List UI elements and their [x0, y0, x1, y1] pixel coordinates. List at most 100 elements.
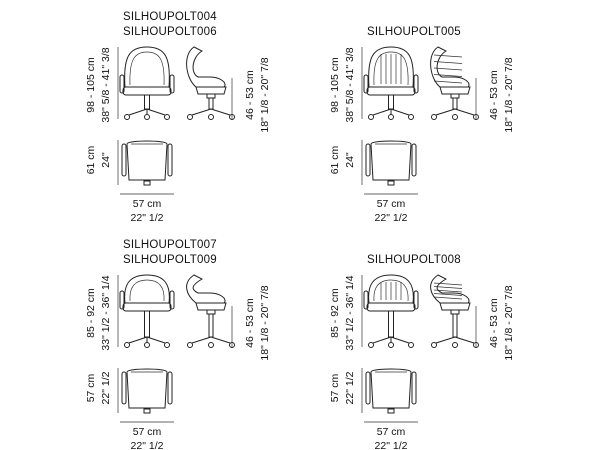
caster-shape	[368, 114, 374, 120]
width-cm: 57 cm	[133, 426, 162, 438]
caster-shape	[452, 114, 458, 120]
mechanism-shape	[206, 93, 216, 99]
leg-line	[372, 336, 392, 344]
model-code-2b: SILHOUPOLT009	[123, 254, 217, 266]
armrest-right	[413, 74, 419, 94]
backrest-shape	[368, 274, 414, 304]
caster-shape	[144, 114, 150, 120]
armrest-right	[169, 290, 175, 310]
caster-shape	[208, 342, 214, 348]
rib-line	[433, 80, 463, 84]
mechanism-shape	[206, 309, 216, 315]
rib-line	[433, 282, 463, 286]
leg-line	[390, 336, 410, 344]
depth-cm: 57 cm	[85, 373, 97, 402]
leg-line	[191, 336, 212, 344]
armrest-right	[169, 74, 175, 94]
leg-line	[454, 108, 475, 116]
side-shell-shape	[186, 46, 226, 88]
width-in: 22" 1/2	[131, 212, 164, 224]
seat-shape	[366, 86, 416, 96]
rib-line	[433, 289, 463, 293]
top-view-arm-left	[121, 371, 127, 405]
overall-height-in: 38" 5/8 - 41" 3/8	[344, 47, 356, 122]
armrest-left	[363, 290, 369, 310]
panel-1	[361, 46, 479, 195]
caster-shape	[388, 342, 394, 348]
overall-height-cm: 85 - 92 cm	[85, 288, 97, 338]
seat-height-in: 18" 1/8 - 20" 7/8	[503, 285, 515, 360]
leg-line	[435, 336, 456, 344]
depth-cm: 57 cm	[329, 373, 341, 402]
top-view-arm-right	[167, 143, 173, 177]
caster-shape	[187, 342, 193, 348]
leg-line	[435, 108, 456, 116]
caster-shape	[144, 342, 150, 348]
seat-height-cm: 46 - 53 cm	[244, 70, 256, 120]
top-view-arm-left	[365, 143, 371, 177]
armrest-left	[119, 290, 125, 310]
panel-3	[361, 274, 479, 423]
model-code-0a: SILHOUPOLT004	[123, 11, 217, 23]
caster-shape	[187, 114, 193, 120]
overall-height-in: 33" 1/2 - 36" 1/4	[344, 275, 356, 350]
column-shape	[208, 97, 214, 110]
caster-shape	[124, 114, 130, 120]
column-shape	[452, 97, 458, 110]
panel-0	[117, 46, 235, 195]
seat-shape	[366, 302, 416, 312]
leg-line	[128, 108, 148, 116]
armrest-left	[363, 74, 369, 94]
top-view-caster	[387, 180, 395, 186]
depth-in: 22" 1/2	[344, 371, 356, 404]
column-shape	[452, 313, 458, 338]
top-view-arm-right	[167, 371, 173, 405]
depth-in: 24"	[100, 152, 112, 168]
leg-line	[210, 108, 231, 116]
overall-height-cm: 85 - 92 cm	[329, 288, 341, 338]
armrest-left	[119, 74, 125, 94]
caster-shape	[388, 114, 394, 120]
mechanism-shape	[450, 309, 460, 315]
width-cm: 57 cm	[377, 426, 406, 438]
model-code-0b: SILHOUPOLT006	[123, 26, 217, 38]
caster-shape	[408, 342, 414, 348]
leg-line	[454, 336, 475, 344]
width-in: 22" 1/2	[375, 212, 408, 224]
caster-shape	[208, 114, 214, 120]
panel-2	[117, 274, 235, 423]
caster-shape	[431, 342, 437, 348]
seat-shape	[122, 86, 172, 96]
model-code-2a: SILHOUPOLT007	[123, 239, 217, 251]
seat-height-cm: 46 - 53 cm	[488, 298, 500, 348]
side-shell-shape	[186, 274, 226, 304]
mechanism-shape	[450, 93, 460, 99]
column-shape	[144, 94, 150, 110]
top-view-seat	[370, 368, 412, 409]
seat-height-in: 18" 1/8 - 20" 7/8	[503, 57, 515, 132]
overall-height-cm: 98 - 105 cm	[329, 57, 341, 113]
seat-height-cm: 46 - 53 cm	[488, 70, 500, 120]
side-seat-shape	[439, 86, 471, 95]
caster-shape	[164, 114, 170, 120]
top-view-caster	[387, 408, 395, 414]
column-shape	[388, 94, 394, 110]
backrest-shape	[368, 46, 414, 88]
backrest-inner	[373, 279, 409, 302]
leg-line	[146, 108, 166, 116]
leg-line	[191, 108, 212, 116]
rib-line	[433, 54, 463, 58]
column-shape	[388, 310, 394, 338]
rib-line	[433, 74, 463, 77]
caster-shape	[124, 342, 130, 348]
depth-cm: 61 cm	[85, 145, 97, 174]
armrest-right	[413, 290, 419, 310]
backrest-shape	[124, 46, 170, 88]
leg-line	[146, 336, 166, 344]
caster-shape	[368, 342, 374, 348]
width-cm: 57 cm	[377, 198, 406, 210]
side-seat-shape	[439, 302, 471, 311]
seat-shape	[122, 302, 172, 312]
